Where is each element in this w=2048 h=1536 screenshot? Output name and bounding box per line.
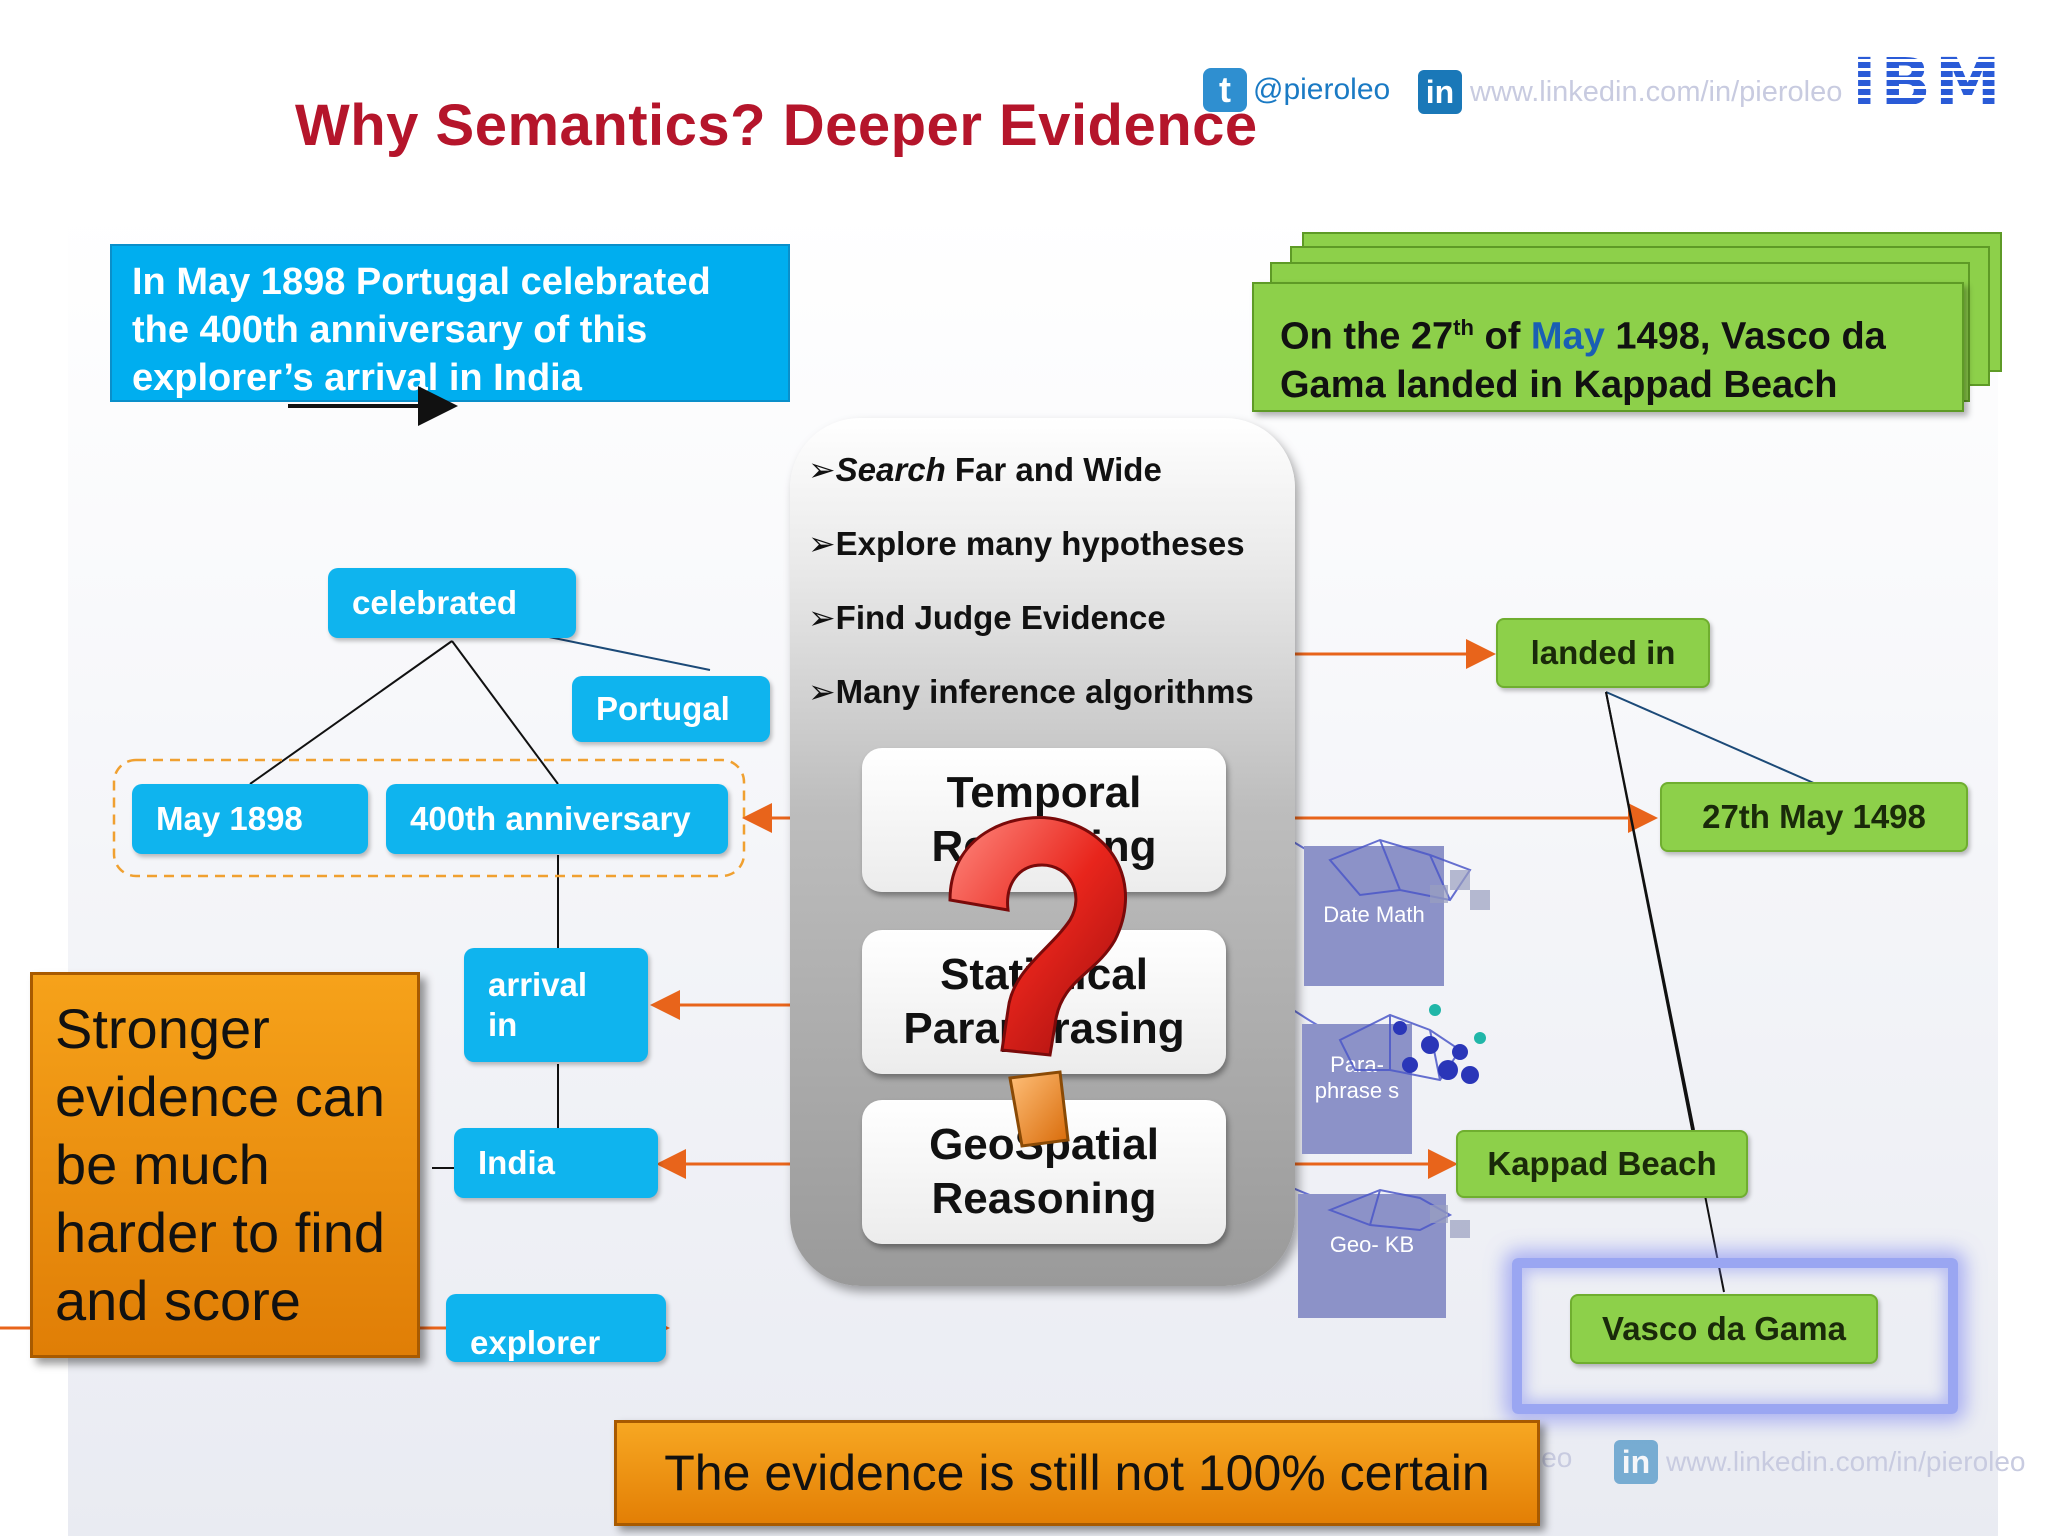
bullet-marker-icon: ➢ [808, 673, 836, 710]
node-vasco-da-gama: Vasco da Gama [1570, 1294, 1878, 1364]
bullet-explore: ➢Explore many hypotheses [808, 524, 1245, 563]
bullet-emphasis: Search [835, 451, 946, 488]
evidence-line-1: On the 27th of May 1498, Vasco da [1280, 304, 1962, 361]
date-math-kb: Date Math [1304, 846, 1444, 986]
bullet-inference: ➢Many inference algorithms [808, 672, 1254, 711]
bullet-marker-icon: ➢ [808, 451, 836, 488]
node-kappad-beach: Kappad Beach [1456, 1130, 1748, 1198]
node-date-1498: 27th May 1498 [1660, 782, 1968, 852]
reason-line: Temporal [946, 768, 1142, 817]
question-box: In May 1898 Portugal celebrated the 400t… [110, 244, 790, 402]
evidence-line-2: Gama landed in Kappad Beach [1280, 363, 1838, 406]
linkedin-icon: in [1614, 1440, 1658, 1484]
node-celebrated: celebrated [328, 568, 576, 638]
dashed-group-outline [112, 758, 746, 878]
node-explorer: explorer [446, 1294, 666, 1362]
evidence-month: May [1530, 315, 1605, 358]
bullet-search: ➢Search Far and Wide [808, 450, 1162, 489]
bullet-text: Explore many hypotheses [835, 525, 1245, 562]
network-graph-icon [1327, 838, 1490, 1238]
node-arrival-in: arrival in [464, 948, 648, 1062]
footer-twitter-partial: leo [1535, 1442, 1572, 1474]
linkedin-link[interactable]: in www.linkedin.com/in/pieroleo [1418, 70, 1842, 114]
banner-text: The evidence is still not 100% certain [664, 1445, 1490, 1501]
footer-linkedin-url: www.linkedin.com/in/pieroleo [1666, 1446, 2026, 1477]
bullet-marker-icon: ➢ [808, 525, 836, 562]
evidence-of: of [1473, 315, 1531, 358]
bullet-text: Find Judge Evidence [835, 599, 1166, 636]
certainty-banner: The evidence is still not 100% certain [614, 1420, 1540, 1526]
bullet-text: Many inference algorithms [835, 673, 1254, 710]
node-portugal: Portugal [572, 676, 770, 742]
edge-celebrated-anniversary [451, 640, 559, 785]
edge-landed-date [1605, 691, 1817, 785]
callout-text: Stronger evidence can be much harder to … [55, 997, 386, 1332]
highlight-glow [1512, 1258, 1958, 1414]
node-india: India [454, 1128, 658, 1198]
slide-title: Why Semantics? Deeper Evidence [295, 93, 1258, 158]
node-landed-in: landed in [1496, 618, 1710, 688]
evidence-year-text: 1498, Vasco da [1604, 315, 1886, 358]
footer-twitter-text: leo [1535, 1442, 1573, 1473]
twitter-icon: t [1203, 68, 1247, 112]
linkedin-url-text: www.linkedin.com/in/pieroleo [1470, 75, 1843, 108]
bullet-text: Far and Wide [945, 451, 1162, 488]
stronger-evidence-callout: Stronger evidence can be much harder to … [30, 972, 420, 1358]
node-may-1898: May 1898 [132, 784, 368, 854]
reason-line: Reasoning [931, 1174, 1157, 1223]
footer-linkedin-link[interactable]: in www.linkedin.com/in/pieroleo [1614, 1440, 2026, 1484]
twitter-handle-text: @pieroleo [1253, 73, 1391, 106]
bullet-marker-icon: ➢ [808, 599, 836, 636]
ibm-logo: IBM [1852, 44, 2005, 121]
edge-celebrated-may [249, 640, 453, 785]
evidence-box: On the 27th of May 1498, Vasco da Gama l… [1252, 282, 1964, 412]
twitter-handle[interactable]: t @pieroleo [1203, 68, 1390, 112]
linkedin-icon: in [1418, 70, 1462, 114]
evidence-date-day: On the 27 [1280, 315, 1454, 358]
paraphrases-kb: Para- phrase s [1302, 1024, 1412, 1154]
evidence-date-suffix: th [1453, 315, 1474, 340]
bullet-find-judge: ➢Find Judge Evidence [808, 598, 1166, 637]
node-400th-anniversary: 400th anniversary [386, 784, 728, 854]
question-text: In May 1898 Portugal celebrated the 400t… [132, 261, 711, 399]
question-mark-icon [948, 816, 1128, 1148]
